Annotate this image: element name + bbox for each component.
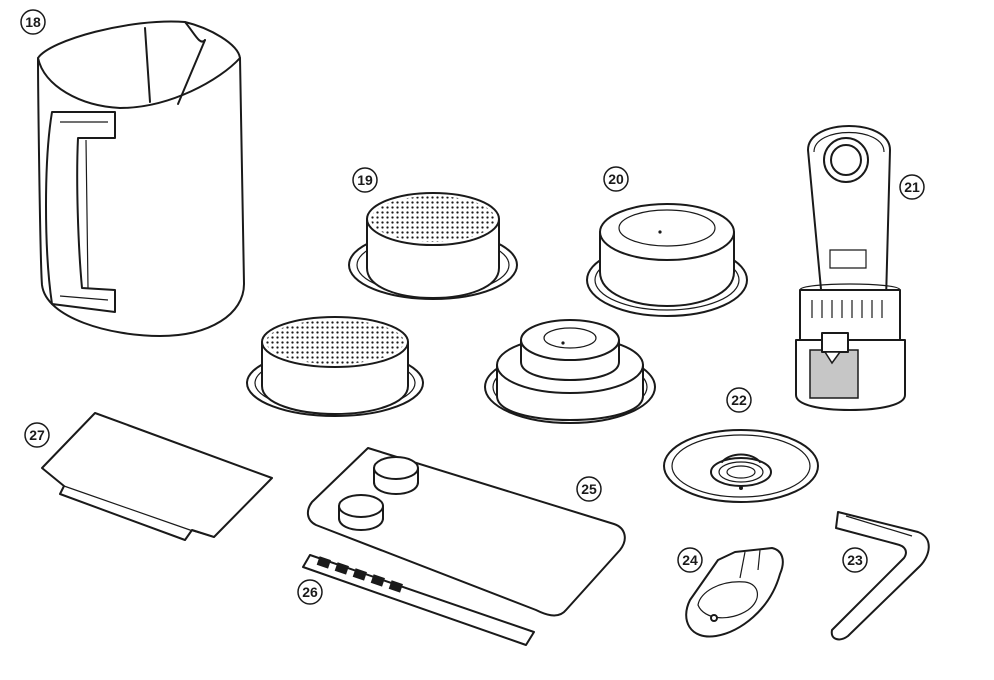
cleaning-pin-24 xyxy=(685,547,784,638)
svg-text:24: 24 xyxy=(682,552,698,568)
svg-text:21: 21 xyxy=(904,179,920,195)
callout-20: 20 xyxy=(603,166,629,192)
flat-plate-27 xyxy=(41,412,273,541)
svg-text:20: 20 xyxy=(608,171,624,187)
callout-18: 18 xyxy=(20,9,46,35)
test-strip-26 xyxy=(302,554,535,646)
callout-24: 24 xyxy=(677,547,703,573)
svg-text:22: 22 xyxy=(731,392,747,408)
callout-25: 25 xyxy=(576,476,602,502)
svg-text:25: 25 xyxy=(581,481,597,497)
pressurized-filter-20b xyxy=(484,319,656,424)
svg-text:18: 18 xyxy=(25,14,41,30)
svg-text:26: 26 xyxy=(302,584,318,600)
cleaning-tool-21 xyxy=(795,125,906,411)
callout-26: 26 xyxy=(297,579,323,605)
callout-19: 19 xyxy=(352,167,378,193)
filter-basket-19 xyxy=(348,192,518,300)
milk-jug xyxy=(37,20,245,337)
hex-key-23 xyxy=(830,511,930,641)
gasket-22 xyxy=(663,429,819,503)
filter-basket-19b xyxy=(246,316,424,417)
tablet-card-25 xyxy=(306,447,626,617)
callout-27: 27 xyxy=(24,422,50,448)
callout-21: 21 xyxy=(899,174,925,200)
callout-22: 22 xyxy=(726,387,752,413)
svg-text:19: 19 xyxy=(357,172,373,188)
svg-text:23: 23 xyxy=(847,552,863,568)
callout-23: 23 xyxy=(842,547,868,573)
svg-text:27: 27 xyxy=(29,427,45,443)
pressurized-filter-20 xyxy=(586,203,748,317)
